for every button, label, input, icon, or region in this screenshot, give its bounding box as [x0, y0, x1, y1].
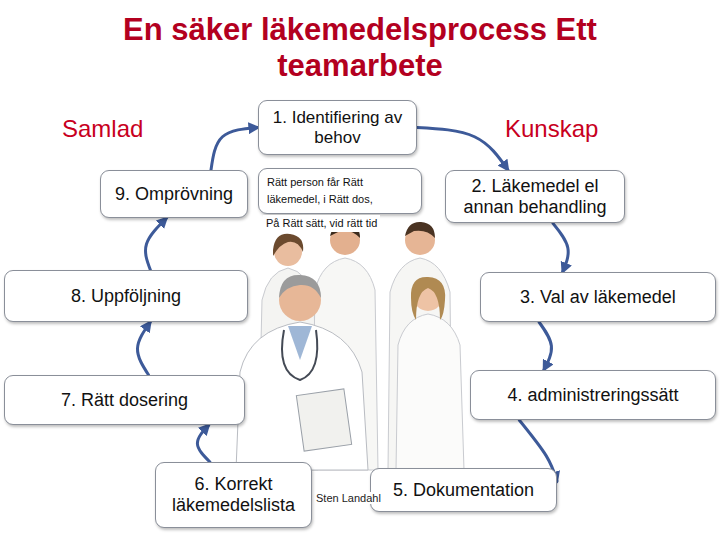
step-label: Rätt person får Rätt läkemedel, i Rätt d…: [267, 174, 413, 208]
process-step-box: 7. Rätt dosering: [4, 375, 245, 425]
staff-figures: [236, 222, 464, 470]
flow-arrow: [197, 425, 210, 462]
white-coat: [396, 314, 464, 470]
step-label: 9. Omprövning: [115, 184, 233, 205]
hair: [405, 222, 435, 238]
diagram-title: En säker läkemedelsprocess Ett teamarbet…: [110, 12, 610, 83]
step-label: 2. Läkemedel el annan behandling: [454, 176, 616, 217]
step-label: 1. Identifiering av behov: [267, 108, 408, 147]
stethoscope: [282, 330, 317, 380]
step-label: 6. Korrekt läkemedelslista: [164, 474, 303, 515]
process-step-box: 5. Dokumentation: [370, 468, 557, 512]
process-step-box: 9. Omprövning: [100, 170, 248, 218]
clipboard: [296, 389, 351, 451]
step-label: 7. Rätt dosering: [61, 390, 188, 411]
process-step-box: 1. Identifiering av behov: [258, 100, 417, 155]
note-text: På Rätt sätt, vid rätt tid: [263, 215, 380, 232]
hair: [273, 234, 303, 256]
author-credit: Sten Landahl: [316, 492, 381, 504]
white-coat: [236, 322, 368, 470]
shirt: [288, 326, 312, 360]
side-heading: Kunskap: [505, 115, 598, 143]
flow-arrow: [211, 128, 258, 171]
flow-arrow: [417, 128, 508, 171]
step-label: 5. Dokumentation: [393, 480, 534, 501]
hair: [279, 275, 321, 298]
flow-arrow: [137, 322, 150, 375]
process-step-box: 8. Uppföljning: [4, 270, 248, 322]
process-step-box: 6. Korrekt läkemedelslista: [155, 462, 312, 528]
flow-arrow: [553, 223, 568, 272]
step-label: 4. administreringssätt: [507, 385, 678, 406]
flow-arrow: [146, 218, 167, 270]
principle-box: Rätt person får Rätt läkemedel, i Rätt d…: [258, 168, 422, 214]
process-step-box: 3. Val av läkemedel: [480, 272, 716, 322]
hair: [411, 277, 445, 320]
step-label: 3. Val av läkemedel: [520, 287, 676, 308]
step-label: 8. Uppföljning: [71, 286, 181, 307]
process-step-box: 2. Läkemedel el annan behandling: [445, 170, 625, 223]
process-step-box: 4. administreringssätt: [470, 370, 716, 420]
flow-arrow: [539, 322, 551, 370]
side-heading: Samlad: [62, 115, 143, 143]
